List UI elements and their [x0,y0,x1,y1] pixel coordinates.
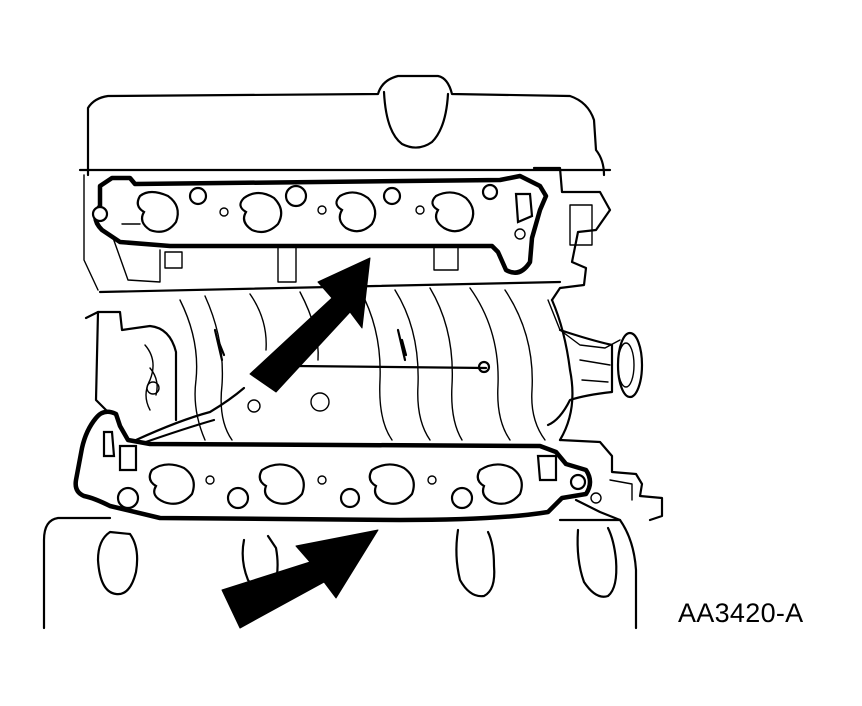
upper-arrow [249,257,371,393]
lower-cylinder-block [42,516,638,630]
lower-intake-runners [84,287,546,446]
lower-intake-gasket [73,409,593,523]
water-pump-assembly [532,166,644,442]
figure-reference-code: AA3420-A [678,598,804,628]
side-bracket [558,438,664,522]
upper-intake-gasket [91,173,549,275]
lower-arrow [221,529,379,629]
